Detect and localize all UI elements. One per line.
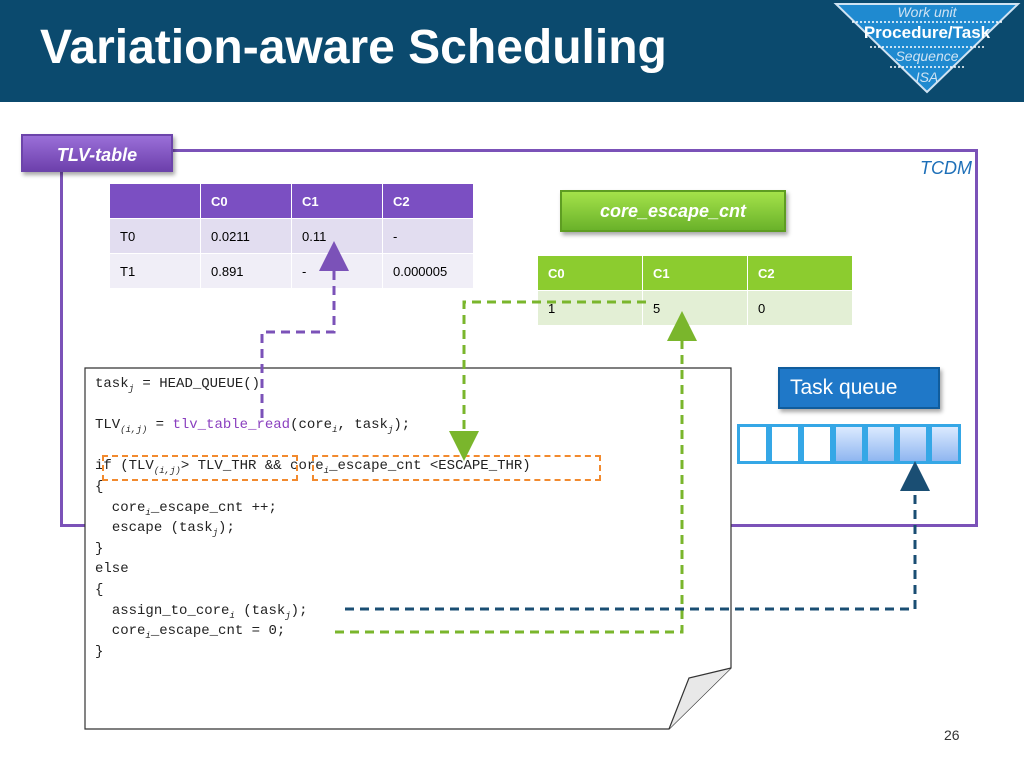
- queue-slot-empty: [737, 424, 769, 464]
- code-if-tail: _escape_cnt <ESCAPE_THR): [329, 458, 531, 475]
- queue-slot-filled: [833, 424, 865, 464]
- table-cell: -: [382, 218, 474, 254]
- tcdm-label: TCDM: [920, 158, 972, 178]
- queue-slot-empty: [769, 424, 801, 464]
- table-row: T1 0.891 - 0.000005: [109, 253, 474, 289]
- tlv-read-fn: tlv_table_read: [172, 417, 291, 434]
- table-cell: C0: [200, 183, 292, 219]
- queue-slot-filled: [865, 424, 897, 464]
- page-number: 26: [944, 727, 960, 743]
- table-cell: C1: [291, 183, 383, 219]
- table-cell: [109, 183, 201, 219]
- tlv-read-arrow: [260, 241, 349, 418]
- table-row: T0 0.0211 0.11 -: [109, 218, 474, 254]
- code-block: taskj = HEAD_QUEUE() TLV(i,j) = tlv_tabl…: [95, 376, 531, 660]
- code-reset: _escape_cnt = 0;: [150, 623, 286, 640]
- table-cell: 1: [537, 290, 643, 326]
- assign-queue-arrow: [345, 461, 930, 611]
- escape-cnt-read-arrow: [449, 300, 646, 461]
- escape-cnt-table: C0 C1 C2 1 5 0: [537, 255, 853, 326]
- tlv-condition-highlight: [102, 455, 298, 481]
- hierarchy-work-unit: Work unit: [897, 4, 957, 20]
- table-header-row: C0 C1 C2: [109, 183, 474, 219]
- slide-title: Variation-aware Scheduling: [40, 21, 667, 74]
- table-cell: 0.000005: [382, 253, 474, 289]
- code-if-cond: > TLV_THR && core: [180, 458, 324, 475]
- code-open-brace: {: [95, 581, 104, 598]
- code-escape: escape (task: [111, 520, 213, 537]
- queue-slot-filled: [929, 424, 961, 464]
- hierarchy-sequence: Sequence: [895, 48, 959, 64]
- queue-slot-empty: [801, 424, 833, 464]
- task-queue-label: Task queue: [778, 367, 940, 409]
- code-inc: _escape_cnt ++;: [150, 499, 277, 516]
- table-cell: 0.891: [200, 253, 292, 289]
- table-cell: C2: [747, 255, 853, 291]
- escape-cnt-write-arrow: [335, 311, 697, 634]
- table-row: 1 5 0: [537, 290, 853, 326]
- table-cell: 0.0211: [200, 218, 292, 254]
- tlv-table-label: TLV-table: [21, 134, 173, 172]
- hierarchy-triangle: [833, 3, 1021, 94]
- table-cell: 0: [747, 290, 853, 326]
- code-close-brace: }: [95, 643, 104, 660]
- code-args: (core: [290, 417, 333, 434]
- task-queue: [737, 424, 961, 464]
- table-cell: 5: [642, 290, 748, 326]
- code-assign: assign_to_core: [111, 602, 230, 619]
- table-cell: T1: [109, 253, 201, 289]
- hierarchy-isa: ISA: [915, 69, 939, 85]
- hierarchy-procedure: Procedure/Task: [863, 23, 991, 42]
- code-close-brace: }: [95, 540, 104, 557]
- code-else: else: [95, 561, 129, 578]
- core-escape-cnt-label: core_escape_cnt: [560, 190, 786, 232]
- table-cell: C2: [382, 183, 474, 219]
- code-open-brace: {: [95, 478, 104, 495]
- code-line-1: HEAD_QUEUE(): [159, 376, 261, 392]
- table-cell: C1: [642, 255, 748, 291]
- tlv-table: C0 C1 C2 T0 0.0211 0.11 - T1 0.891 - 0.0…: [109, 183, 474, 289]
- table-cell: T0: [109, 218, 201, 254]
